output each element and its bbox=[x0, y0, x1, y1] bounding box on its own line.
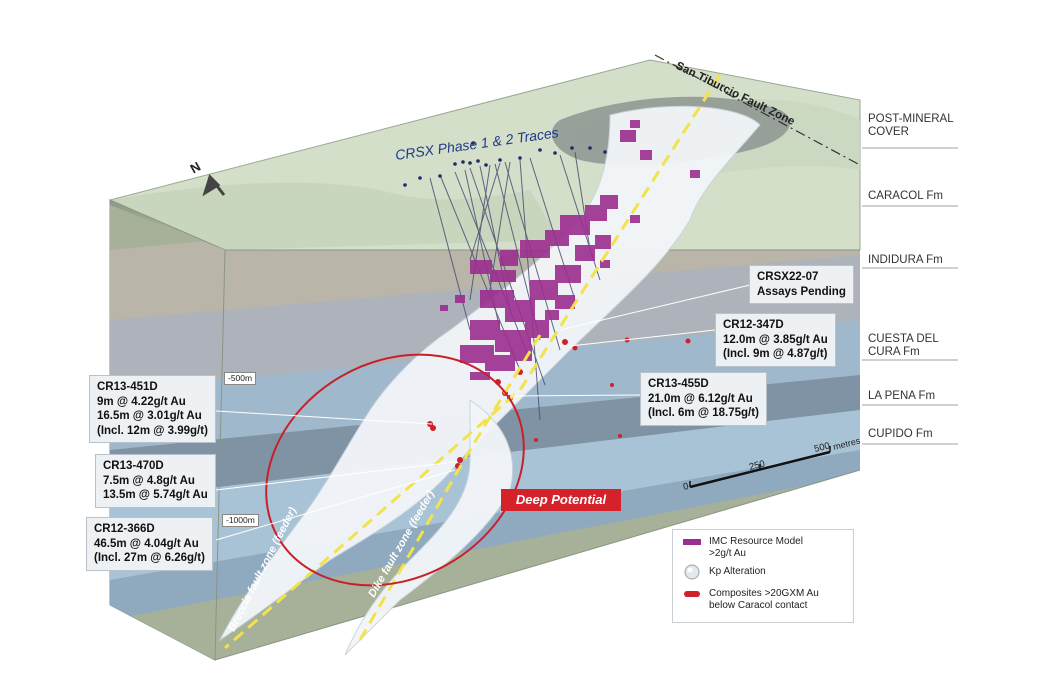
legend-item-resource: IMC Resource Model >2g/t Au bbox=[683, 536, 803, 560]
deep-potential-label: Deep Potential bbox=[501, 489, 621, 511]
formation-line: CARACOL Fm bbox=[868, 190, 943, 202]
callout-line: 16.5m @ 3.01g/t Au bbox=[97, 410, 202, 422]
imc-resource-model bbox=[440, 120, 700, 380]
legend-line: IMC Resource Model bbox=[709, 536, 803, 547]
callout-title: CR12-347D bbox=[723, 319, 784, 331]
formation-line: INDIDURA Fm bbox=[868, 254, 943, 266]
alteration-sphere-icon bbox=[684, 564, 700, 580]
legend-label: Kp Alteration bbox=[709, 566, 766, 578]
formation-indidura: INDIDURA Fm bbox=[868, 254, 943, 267]
formation-cuesta-del-cura: CUESTA DEL CURA Fm bbox=[868, 333, 939, 359]
scale-250: 250 bbox=[748, 458, 766, 473]
breccia-fault-dashed-line bbox=[224, 74, 722, 650]
callout-title: CR13-455D bbox=[648, 378, 709, 390]
callout-title: CR12-366D bbox=[94, 523, 155, 535]
legend: IMC Resource Model >2g/t Au Kp Alteratio… bbox=[672, 529, 854, 623]
callout-title: CR13-470D bbox=[103, 460, 164, 472]
callout-title: CRSX22-07 bbox=[757, 271, 819, 283]
legend-item-composites: Composites >20GXM Au below Caracol conta… bbox=[683, 588, 819, 612]
depth-label-1000: -1000m bbox=[222, 514, 259, 527]
dike-fault-dashed-line bbox=[358, 334, 542, 641]
callout-line: 13.5m @ 5.74g/t Au bbox=[103, 489, 208, 501]
callout-line: 12.0m @ 3.85g/t Au bbox=[723, 333, 828, 346]
legend-label: IMC Resource Model >2g/t Au bbox=[709, 536, 803, 560]
formation-line: POST-MINERAL bbox=[868, 113, 954, 125]
legend-line: Composites >20GXM Au bbox=[709, 588, 819, 599]
callout-cr12-347d: CR12-347D 12.0m @ 3.85g/t Au (Incl. 9m @… bbox=[715, 313, 836, 367]
legend-line: >2g/t Au bbox=[709, 548, 746, 559]
callout-cr13-470d: CR13-470D 7.5m @ 4.8g/t Au 13.5m @ 5.74g… bbox=[95, 454, 216, 508]
callout-leaders bbox=[215, 284, 751, 541]
callout-cr13-455d: CR13-455D 21.0m @ 6.12g/t Au (Incl. 6m @… bbox=[640, 372, 767, 426]
legend-line: below Caracol contact bbox=[709, 600, 808, 611]
legend-line: Kp Alteration bbox=[709, 566, 766, 577]
callout-line: 46.5m @ 4.04g/t Au bbox=[94, 537, 199, 550]
callout-cr12-366d: CR12-366D 46.5m @ 4.04g/t Au (Incl. 27m … bbox=[86, 517, 213, 571]
formation-line: CUPIDO Fm bbox=[868, 428, 933, 440]
callout-line: (Incl. 9m @ 4.87g/t) bbox=[723, 348, 828, 360]
deep-potential-ellipse bbox=[265, 353, 525, 587]
callout-line: (Incl. 12m @ 3.99g/t) bbox=[97, 424, 208, 437]
scale-500: 500 bbox=[813, 440, 831, 455]
formation-line: CURA Fm bbox=[868, 346, 920, 358]
callout-title: CR13-451D bbox=[97, 381, 158, 393]
legend-label: Composites >20GXM Au below Caracol conta… bbox=[709, 588, 819, 612]
formation-caracol: CARACOL Fm bbox=[868, 190, 943, 203]
kp-alteration-branch bbox=[344, 399, 514, 656]
north-arrow-icon bbox=[202, 174, 226, 197]
callout-line: 9m @ 4.22g/t Au bbox=[97, 395, 186, 408]
callout-line: 21.0m @ 6.12g/t Au bbox=[648, 392, 753, 405]
collar-points bbox=[403, 141, 607, 187]
depth-label-500: -500m bbox=[224, 372, 257, 385]
callout-line: 7.5m @ 4.8g/t Au bbox=[103, 474, 195, 487]
formation-la-pena: LA PENA Fm bbox=[868, 390, 935, 403]
callout-crsx22-07: CRSX22-07 Assays Pending bbox=[749, 265, 854, 304]
formation-line: COVER bbox=[868, 126, 909, 138]
callout-line: (Incl. 6m @ 18.75g/t) bbox=[648, 407, 759, 419]
formation-line: LA PENA Fm bbox=[868, 390, 936, 402]
scale-bar bbox=[689, 446, 831, 489]
legend-item-alteration: Kp Alteration bbox=[683, 564, 766, 580]
resource-swatch-icon bbox=[683, 539, 701, 545]
formation-post-mineral-cover: POST-MINERAL COVER bbox=[868, 113, 954, 139]
formation-line: CUESTA DEL bbox=[868, 333, 939, 345]
composite-swatch-icon bbox=[684, 591, 700, 597]
surface-relief bbox=[110, 182, 560, 250]
drill-traces bbox=[429, 151, 601, 421]
north-label: N bbox=[188, 159, 204, 177]
scale-0: 0 bbox=[682, 481, 690, 493]
callout-line: (Incl. 27m @ 6.26g/t) bbox=[94, 552, 205, 564]
formation-cupido: CUPIDO Fm bbox=[868, 428, 933, 441]
callout-line: Assays Pending bbox=[757, 285, 846, 298]
callout-cr13-451d: CR13-451D 9m @ 4.22g/t Au 16.5m @ 3.01g/… bbox=[89, 375, 216, 443]
